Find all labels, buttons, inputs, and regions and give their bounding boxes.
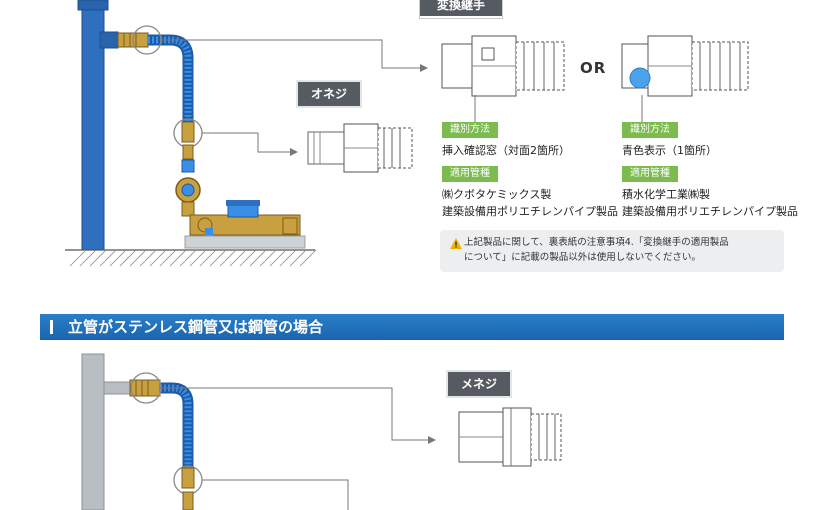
leader-line-top xyxy=(160,39,420,69)
right-pipe-product: 建築設備用ポリエチレンパイプ製品 xyxy=(622,205,798,218)
left-pipe-maker: ㈱クボタケミックス製 xyxy=(442,188,552,201)
right-id-method-text: 青色表示（1箇所） xyxy=(622,144,717,157)
section-marker xyxy=(50,320,53,334)
blue-indicator xyxy=(629,67,651,89)
onezi-fitting-drawing xyxy=(307,123,413,173)
warning-icon xyxy=(450,238,462,249)
caution-note-line2: について」に記載の製品以外は使用しないでください。 xyxy=(464,252,701,263)
leader-line-bottom-top xyxy=(160,387,428,441)
left-id-method-label: 識別方法 xyxy=(442,122,498,138)
henkan-fitting-right xyxy=(621,35,749,97)
right-pipe-maker: 積水化学工業㈱製 xyxy=(622,188,710,201)
right-id-method-label: 識別方法 xyxy=(622,122,678,138)
henkan-fitting-left xyxy=(441,35,565,97)
menezi-label: メネジ xyxy=(446,370,512,398)
left-id-method-text: 挿入確認窓（対面2箇所） xyxy=(442,144,570,157)
onezi-label: オネジ xyxy=(296,80,362,108)
leader-line-mid xyxy=(202,132,290,153)
brass-fitting-bottom xyxy=(129,379,161,397)
top-piping-diagram xyxy=(65,0,428,267)
caution-note-line1: 上記製品に関して、裏表紙の注意事項4.「変換継手の適用製品 xyxy=(464,237,729,248)
bottom-piping-diagram xyxy=(81,353,436,510)
or-text: OR xyxy=(580,59,607,77)
blue-hose-bottom xyxy=(160,382,194,475)
menezi-fitting-drawing xyxy=(458,407,562,467)
blue-hose xyxy=(148,34,194,130)
henkan-label: 変換継手 xyxy=(420,0,502,18)
henkan-label-text: 変換継手 xyxy=(436,0,485,12)
section-header: 立管がステンレス鋼管又は鋼管の場合 xyxy=(40,314,784,340)
left-pipe-type-label: 適用管種 xyxy=(442,166,498,182)
leader-line-bottom-mid xyxy=(202,479,349,510)
right-pipe-type-label: 適用管種 xyxy=(622,166,678,182)
steel-riser-pipe xyxy=(81,353,105,510)
left-pipe-product: 建築設備用ポリエチレンパイプ製品 xyxy=(442,205,618,218)
caution-note: 上記製品に関して、裏表紙の注意事項4.「変換継手の適用製品 について」に記載の製… xyxy=(440,230,784,272)
section-title: 立管がステンレス鋼管又は鋼管の場合 xyxy=(68,318,324,336)
